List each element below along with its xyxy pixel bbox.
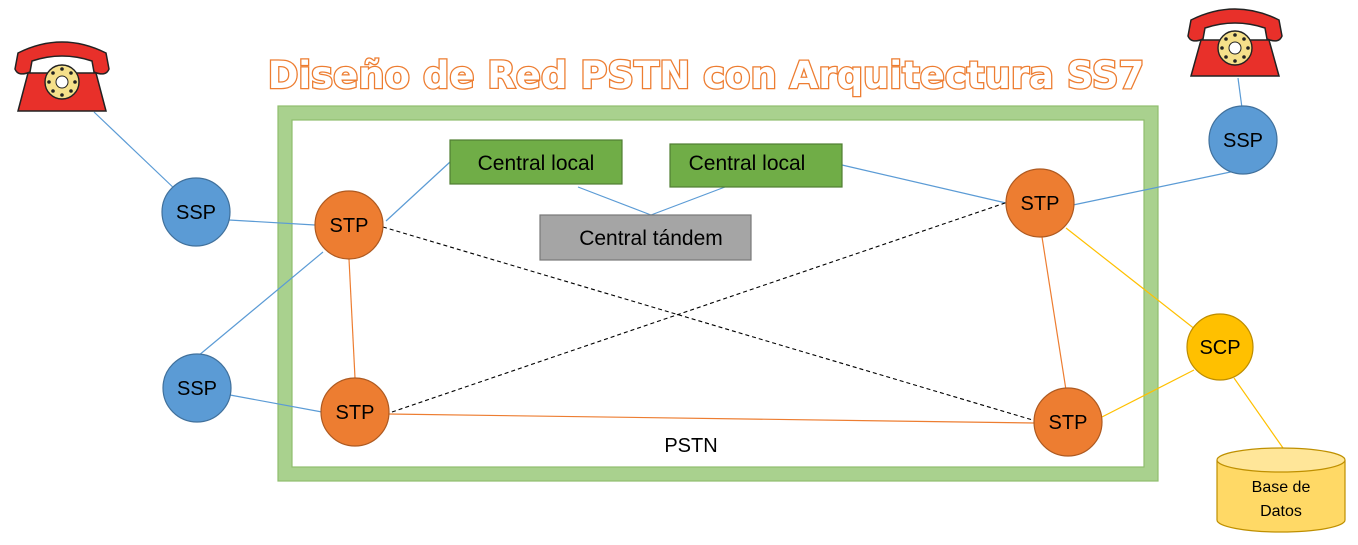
svg-text:Central local: Central local [689,152,806,175]
svg-text:SSP: SSP [1223,130,1263,152]
database-label-line1: Base de [1252,479,1311,496]
database-label-line2: Datos [1260,503,1302,520]
yellow-links [1065,227,1284,449]
pstn-label: PSTN [664,435,717,457]
central-tandem-box: Central tándem [539,214,752,261]
database-icon: Base de Datos [1216,447,1346,533]
stp-node-bottom-right: STP [1033,387,1103,457]
svg-text:STP: STP [1049,412,1088,434]
svg-text:SSP: SSP [177,378,217,400]
svg-text:Central tándem: Central tándem [579,227,723,250]
ssp-node-right: SSP [1208,105,1278,175]
svg-text:SSP: SSP [176,202,216,224]
central-local-box-2: Central local [669,143,843,188]
svg-text:Central local: Central local [478,152,595,175]
svg-text:STP: STP [1021,193,1060,215]
stp-node-top-left: STP [314,190,384,260]
ssp-node-left-top: SSP [161,177,231,247]
stp-node-top-right: STP [1005,168,1075,238]
telephone-icon [14,41,110,112]
svg-text:STP: STP [330,215,369,237]
ssp-node-left-bottom: SSP [162,353,232,423]
scp-node: SCP [1186,313,1254,381]
diagram-title: Diseño de Red PSTN con Arquitectura SS7 [268,54,1145,97]
central-local-box-1: Central local [449,139,623,185]
orange-links [348,236,1067,424]
stp-node-bottom-left: STP [320,377,390,447]
svg-text:STP: STP [336,402,375,424]
blue-links [93,77,1243,413]
dashed-links [382,201,1037,422]
pstn-frame [278,106,1158,481]
telephone-icon [1187,8,1283,77]
svg-text:SCP: SCP [1199,337,1240,359]
